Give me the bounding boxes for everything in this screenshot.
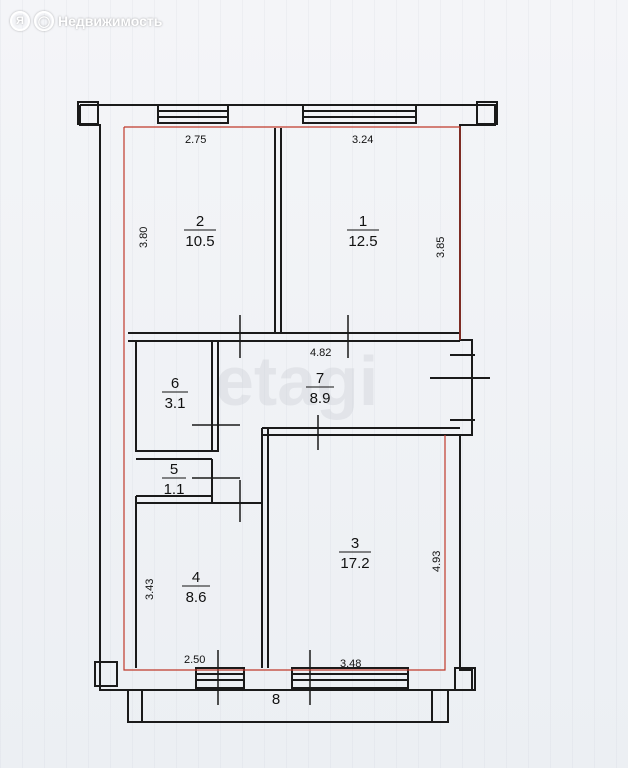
svg-text:5: 5 [170, 461, 178, 478]
living-area-outline [123, 126, 461, 671]
dim-top-right: 3.24 [352, 134, 373, 146]
dim-right-upper: 3.85 [435, 237, 447, 258]
room-label-5: 5 1.1 [162, 461, 186, 498]
dim-top-left: 2.75 [185, 134, 206, 146]
brand-mark-circle: ◯ [34, 11, 54, 31]
dim-bottom-left: 2.50 [184, 654, 205, 666]
door-markers [192, 315, 349, 705]
svg-text:1: 1 [359, 213, 367, 230]
svg-text:6: 6 [171, 375, 179, 392]
inner-walls [128, 128, 460, 668]
dim-left-lower: 3.43 [144, 579, 156, 600]
room-label-3: 3 17.2 [339, 535, 371, 572]
balcony-number: 8 [272, 691, 280, 708]
watermark: etagi [215, 342, 378, 420]
svg-text:17.2: 17.2 [340, 555, 369, 572]
room-label-1: 1 12.5 [347, 213, 379, 250]
svg-text:8.6: 8.6 [186, 589, 207, 606]
brand-mark: Я [10, 11, 30, 31]
dim-hall: 4.82 [310, 347, 331, 359]
room-label-7: 7 8.9 [306, 370, 334, 407]
room-label-4: 4 8.6 [182, 569, 210, 606]
svg-text:3: 3 [351, 535, 359, 552]
svg-text:4: 4 [192, 569, 200, 586]
room-label-6: 6 3.1 [162, 375, 188, 412]
brand-name: Недвижимость [58, 13, 163, 29]
svg-text:3.1: 3.1 [165, 395, 186, 412]
svg-text:2: 2 [196, 213, 204, 230]
room-label-2: 2 10.5 [184, 213, 216, 250]
brand-logo[interactable]: Я ◯ Недвижимость [10, 8, 162, 34]
svg-text:1.1: 1.1 [164, 481, 185, 498]
svg-text:7: 7 [316, 370, 324, 387]
dim-bottom-right: 3.48 [340, 658, 361, 670]
svg-text:8.9: 8.9 [310, 390, 331, 407]
svg-text:10.5: 10.5 [185, 233, 214, 250]
dim-left-upper: 3.80 [138, 227, 150, 248]
dim-right-lower: 4.93 [431, 551, 443, 572]
svg-text:12.5: 12.5 [348, 233, 377, 250]
